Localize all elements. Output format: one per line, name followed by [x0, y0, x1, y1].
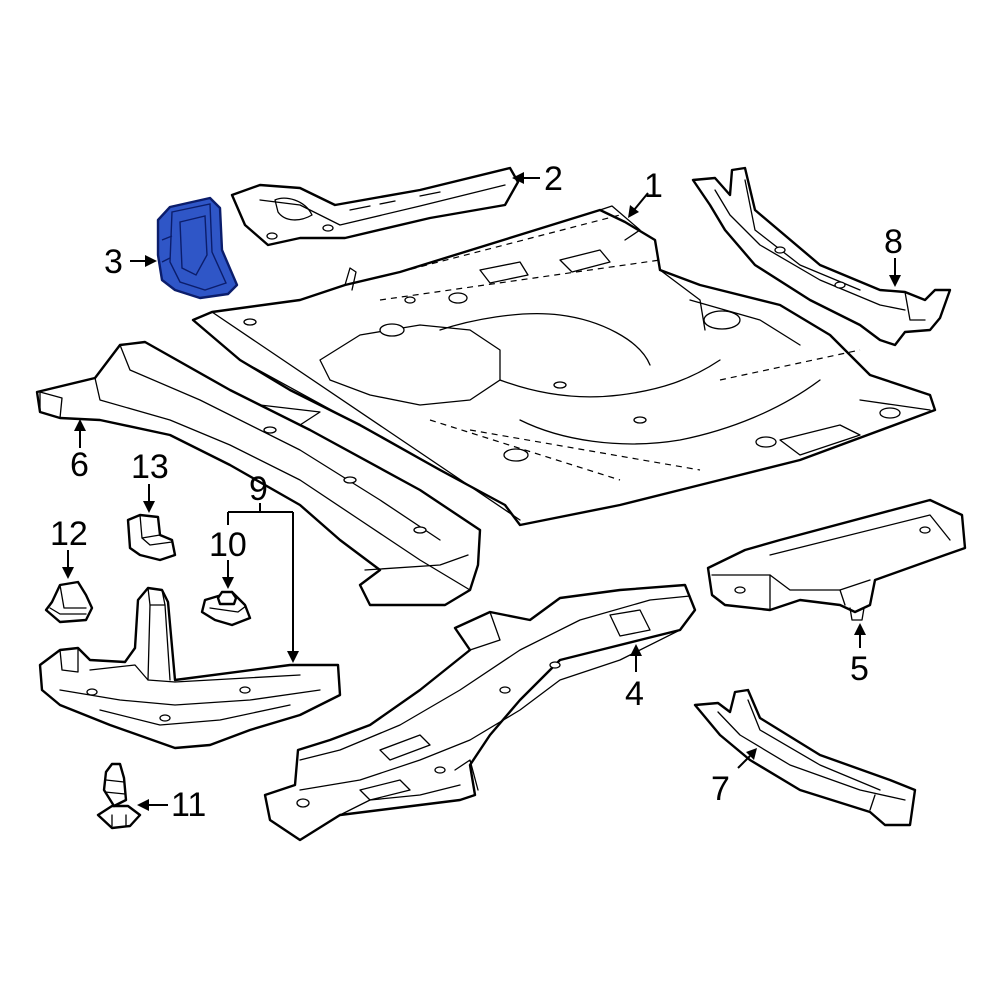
callout-7: 7	[711, 770, 730, 808]
callout-5: 5	[850, 650, 869, 688]
part-3-bracket-highlighted	[156, 196, 239, 300]
callout-9: 9	[249, 470, 268, 508]
part-1-floor-pan	[191, 205, 937, 527]
leader-lines	[62, 172, 901, 811]
part-5-crossmember	[706, 498, 967, 621]
part-6-side-member	[35, 340, 482, 607]
callout-8: 8	[884, 223, 903, 261]
part-8-side-member	[691, 166, 952, 347]
callout-3: 3	[104, 243, 123, 281]
callout-2: 2	[544, 160, 563, 198]
part-10-clip	[200, 590, 252, 627]
part-4-rear-rail	[263, 583, 697, 842]
callout-11: 11	[171, 786, 206, 824]
part-7-reinforcement	[693, 688, 917, 827]
callout-13: 13	[131, 448, 169, 486]
callout-labels: 1 2 3 4 5 6 7 8 9 10 11 12 13	[50, 160, 903, 824]
part-11-push-clip	[96, 762, 142, 830]
callout-1: 1	[644, 167, 663, 205]
callout-12: 12	[50, 515, 88, 553]
callout-4: 4	[625, 675, 644, 713]
part-12-nut	[44, 580, 94, 624]
callout-6: 6	[70, 446, 89, 484]
part-13-clip	[126, 513, 177, 562]
callout-10: 10	[209, 526, 247, 564]
part-9-shield	[38, 586, 342, 750]
part-2-rail-reinforcement	[230, 166, 520, 247]
